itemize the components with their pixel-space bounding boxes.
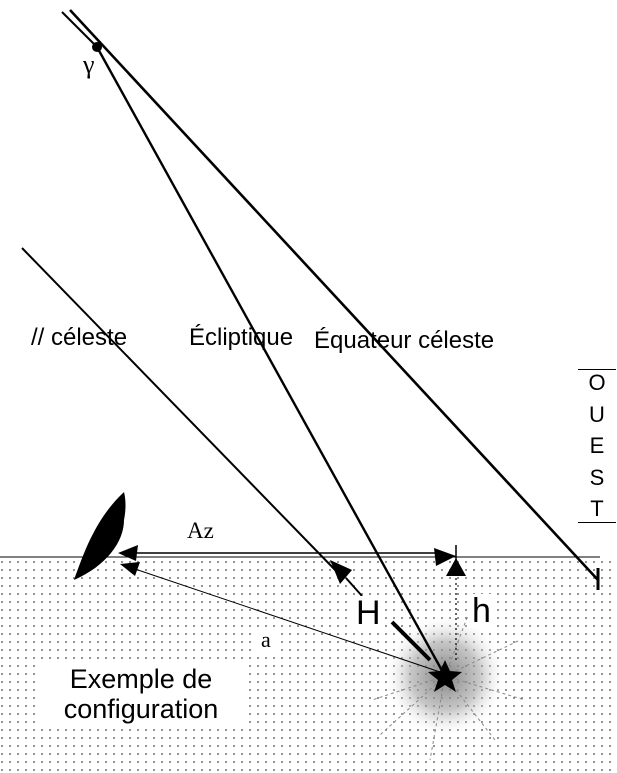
line-parallele-celeste: [21, 247, 341, 576]
a-arrow-head: [120, 562, 140, 576]
az-arrow-head-left: [118, 545, 138, 561]
label-ecliptique: Écliptique: [189, 324, 294, 351]
line-equateur-celeste: [69, 9, 599, 581]
ouest-label: O U E S T: [578, 369, 616, 523]
H-arrow-stem: [345, 577, 363, 597]
ouest-letter-t: T: [590, 496, 604, 521]
label-H: H: [352, 596, 385, 630]
h-arrow-head: [446, 558, 466, 576]
sun-star: [428, 660, 462, 692]
ouest-letter-o: O: [588, 370, 606, 395]
label-parallele-celeste: // céleste: [31, 324, 128, 351]
moon-crescent-icon: [74, 492, 126, 580]
ouest-letter-e: E: [589, 433, 605, 458]
caption-line-1: Exemple de: [69, 664, 213, 694]
H-arrow-head: [330, 560, 352, 584]
label-a: a: [251, 629, 281, 651]
gamma-label: γ: [83, 50, 95, 79]
label-az: Az: [187, 518, 214, 543]
ouest-letter-u: U: [589, 401, 605, 427]
a-arrow: [131, 567, 441, 673]
label-equateur-celeste: Équateur céleste: [314, 327, 495, 354]
configuration-caption: Exemple de configuration: [36, 662, 246, 728]
label-h: h: [468, 594, 495, 628]
sun-pointer: [390, 620, 432, 662]
ouest-letter-s: S: [589, 464, 605, 490]
gamma-point: [92, 42, 102, 52]
az-arrow-head-right: [434, 548, 456, 566]
caption-line-2: configuration: [63, 694, 219, 724]
line-ecliptique: [95, 46, 447, 677]
